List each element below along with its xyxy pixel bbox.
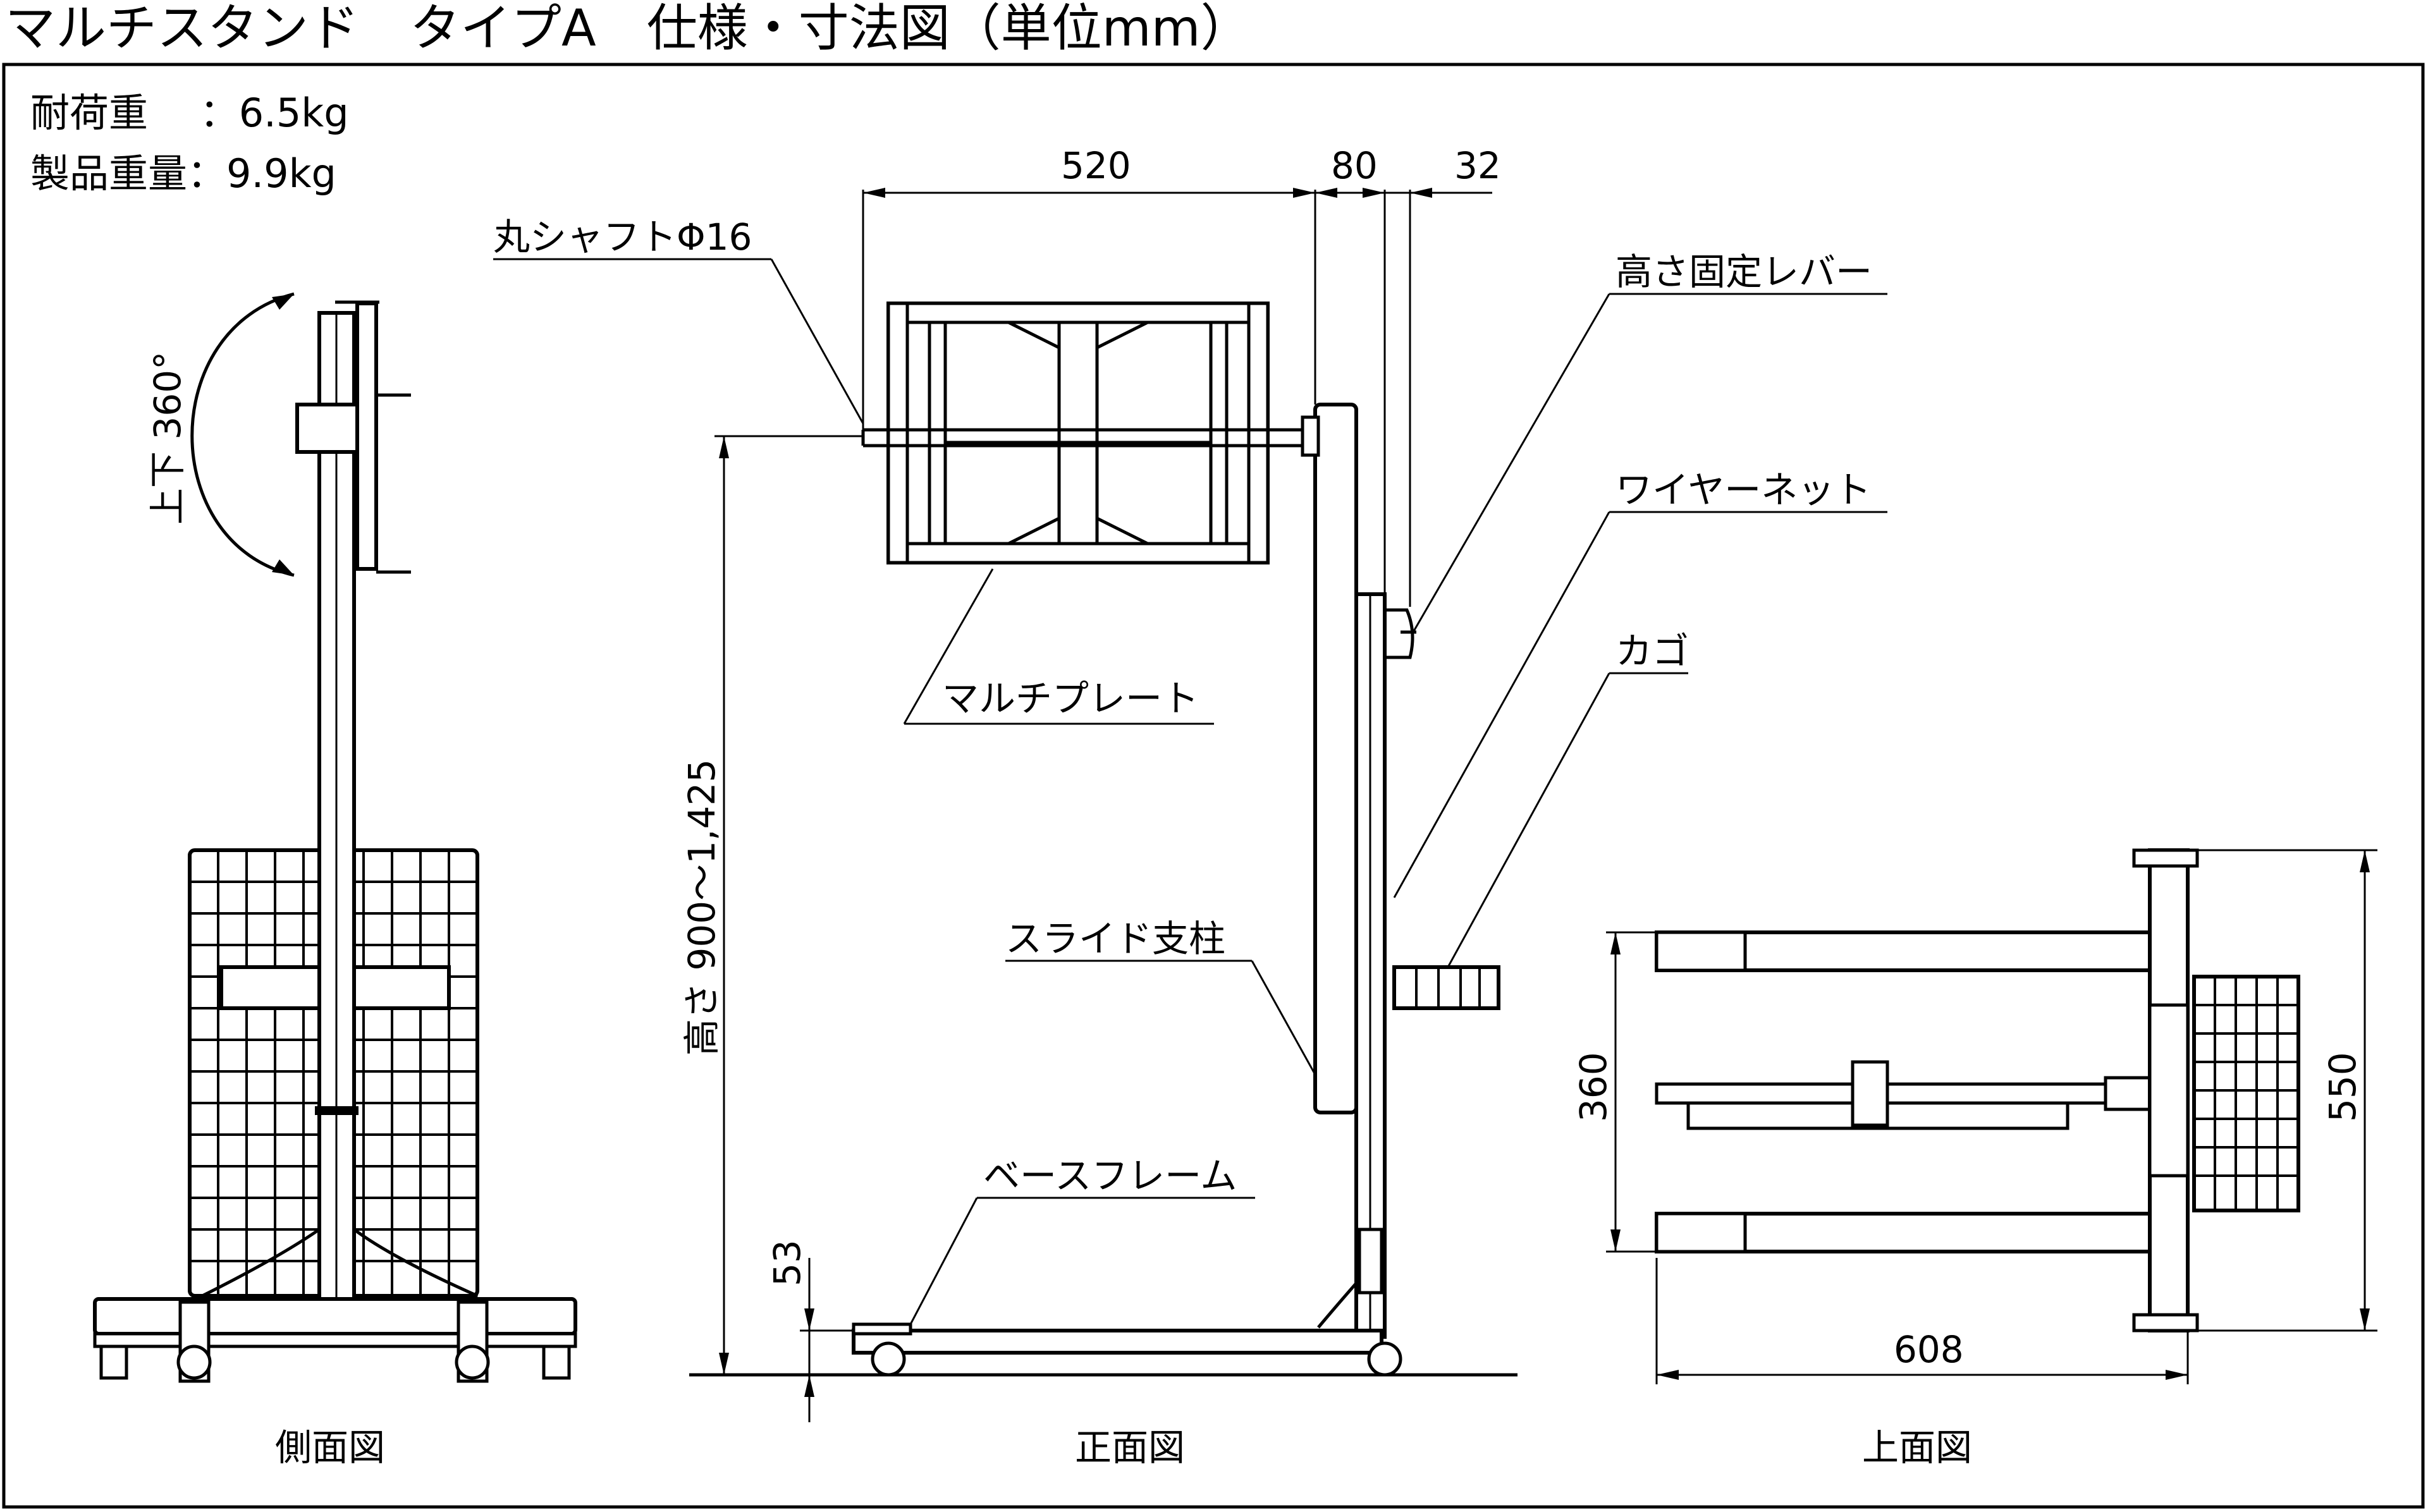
base-frame-front [852, 1329, 1383, 1355]
wire-net-top [2192, 975, 2300, 1212]
label-basket: カゴ [1616, 630, 1689, 673]
rotation-label: 上下 360° [146, 351, 189, 525]
label-base-frame: ベースフレーム [983, 1154, 1237, 1197]
top-view: 360 550 608 上面図 [1572, 848, 2377, 1469]
dim-53: 53 [766, 1240, 809, 1286]
view-label-side: 側面図 [275, 1426, 385, 1469]
spec-product-weight: 製品重量：9.9kg [30, 150, 336, 197]
dim-360: 360 [1572, 1052, 1615, 1122]
view-label-top: 上面図 [1862, 1426, 1972, 1469]
dim-550: 550 [2321, 1052, 2364, 1122]
label-round-shaft: 丸シャフトΦ16 [493, 216, 752, 259]
base-frame-side [93, 1297, 577, 1336]
rotation-arrow-top [272, 294, 294, 310]
dim-608: 608 [1894, 1328, 1964, 1371]
label-height-lever: 高さ固定レバー [1616, 250, 1872, 293]
dim-32: 32 [1454, 144, 1501, 187]
rotation-arc [190, 292, 295, 577]
rotation-arrow-bottom [272, 559, 294, 575]
height-lever [1383, 608, 1414, 659]
basket-front [1392, 965, 1500, 1010]
casters-side [99, 1300, 571, 1383]
dim-height-range: 高さ 900〜1,425 [680, 759, 723, 1056]
page-title: マルチスタンド タイプA 仕様・寸法図（単位mm） [5, 0, 1251, 58]
side-view: 上下 360° [93, 292, 577, 1469]
base-foot-side [201, 1226, 479, 1301]
dim-80: 80 [1331, 144, 1378, 187]
view-label-front: 正面図 [1075, 1426, 1185, 1469]
slide-post [1313, 403, 1358, 1114]
front-view: 520 80 32 [493, 144, 1887, 1469]
drawing-frame [2, 63, 2425, 1509]
label-multi-plate: マルチプレート [942, 677, 1199, 720]
label-slide-post: スライド支柱 [1005, 917, 1225, 960]
dim-520: 520 [1061, 144, 1131, 187]
spec-load-capacity: 耐荷重 ：6.5kg [30, 90, 349, 136]
label-wire-net: ワイヤーネット [1616, 468, 1871, 511]
